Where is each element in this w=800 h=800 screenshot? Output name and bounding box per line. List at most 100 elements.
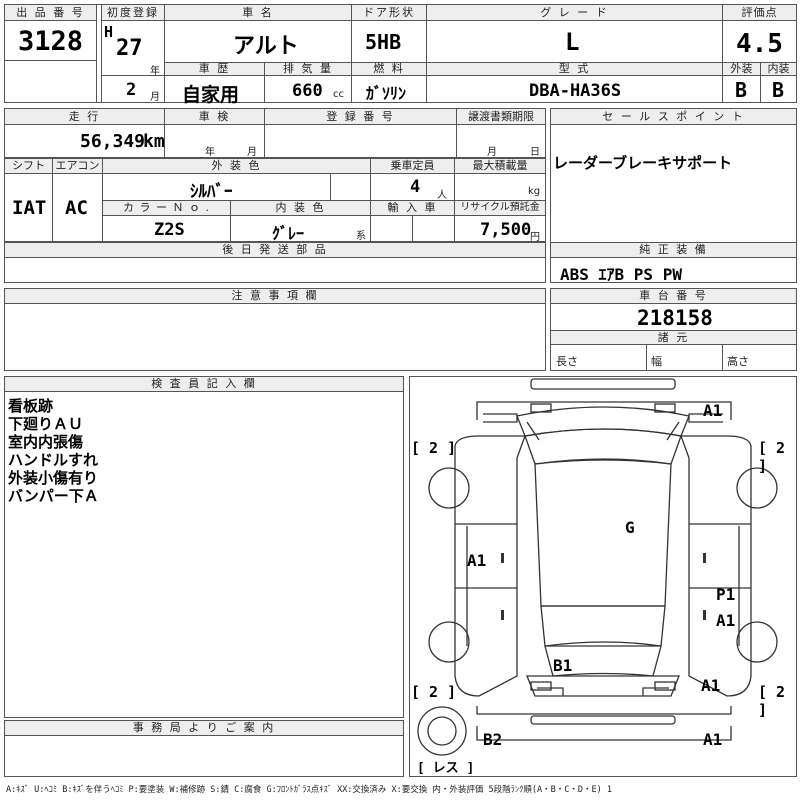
- mark-bottom-left: B2: [483, 730, 503, 749]
- reg-year-unit: 年: [150, 66, 160, 77]
- car-name: アルト: [233, 34, 299, 59]
- mileage-unit: km: [143, 131, 165, 152]
- chassis-box: [550, 288, 797, 371]
- fuel: ｶﾞｿﾘﾝ: [366, 84, 407, 103]
- specs-label: 諸 元: [551, 331, 796, 345]
- chassis-no: 218158: [637, 306, 713, 330]
- shift-label: シフト: [5, 159, 52, 174]
- equipment-label: 純 正 装 備: [551, 243, 796, 258]
- ext-color: ｼﾙﾊﾞｰ: [190, 182, 233, 202]
- grade-label: グ レ ー ド: [427, 5, 722, 21]
- interior-label: 内装: [761, 63, 796, 76]
- office-label: 事 務 局 よ り ご 案 内: [5, 721, 403, 736]
- lot-no: 3128: [18, 26, 84, 57]
- displacement-label: 排 気 量: [265, 63, 351, 76]
- mileage: 56,349: [80, 131, 146, 152]
- mark-rear-right: A1: [701, 676, 721, 695]
- load-unit: kg: [528, 186, 541, 197]
- car-name-label: 車 名: [165, 5, 351, 21]
- lot-no-label: 出 品 番 号: [5, 5, 96, 21]
- inspector-line: 下廻りＡＵ: [8, 415, 84, 433]
- interior-grade: B: [772, 78, 785, 102]
- reg-month: 2: [126, 80, 137, 100]
- displacement: 660: [292, 81, 323, 101]
- door-label: ドア形状: [352, 5, 426, 21]
- spare-tire: [ レス ]: [417, 761, 475, 776]
- reg-month-unit: 月: [150, 92, 160, 103]
- chassis-label: 車 台 番 号: [551, 289, 796, 304]
- inspector-line: ハンドルすれ: [8, 451, 99, 469]
- mark-front-right: A1: [703, 401, 723, 420]
- history-label: 車 歴: [165, 63, 264, 76]
- tire-front-right: [ 2 ]: [758, 439, 786, 475]
- model-label: 型 式: [427, 63, 722, 76]
- sales-point-box: [550, 108, 797, 255]
- capacity: 4: [410, 177, 421, 197]
- int-color-label: 内 装 色: [231, 201, 370, 216]
- inspector-box: [4, 376, 404, 718]
- mileage-label: 走 行: [5, 109, 164, 125]
- exterior-grade: B: [735, 78, 748, 102]
- score: 4.5: [736, 29, 783, 59]
- inspection-label: 車 検: [165, 109, 264, 125]
- ext-color-label: 外 装 色: [103, 159, 370, 174]
- displacement-unit: cc: [333, 89, 344, 100]
- shift: IAT: [12, 197, 47, 219]
- import-label: 輸 入 車: [371, 201, 454, 216]
- inspector-line: バンパー下Ａ: [8, 487, 99, 505]
- notes-label: 注 意 事 項 欄: [5, 289, 545, 304]
- mark-bottom-right: A1: [703, 730, 723, 749]
- exterior-label: 外装: [723, 63, 760, 76]
- load-label: 最大積載量: [455, 159, 545, 174]
- inspector-line: 外装小傷有り: [8, 469, 99, 487]
- grade: L: [565, 28, 580, 56]
- era: H: [104, 23, 114, 41]
- tire-rear-left: [ 2 ]: [411, 683, 457, 701]
- sales-point: レーダーブレーキサポート: [553, 154, 733, 172]
- inspection-month-unit: 月: [247, 147, 257, 158]
- ac: AC: [65, 197, 88, 219]
- reg-no-label: 登 録 番 号: [265, 109, 456, 125]
- recycle-unit: 円: [530, 232, 540, 243]
- mark-roof: G: [625, 518, 635, 537]
- fuel-label: 燃 料: [352, 63, 426, 76]
- office-box: [4, 720, 404, 777]
- int-color: ｸﾞﾚｰ: [272, 224, 305, 243]
- mark-right-rear-p: P1: [716, 585, 736, 604]
- capacity-unit: 人: [437, 190, 447, 201]
- later-parts-box: [4, 242, 546, 283]
- spec-width: 幅: [651, 355, 662, 368]
- transfer-day-unit: 日: [530, 147, 540, 158]
- int-color-unit: 系: [356, 231, 366, 242]
- recycle-label: リサイクル預託金: [455, 201, 545, 216]
- damage-diagram: [409, 376, 797, 777]
- score-label: 評価点: [723, 5, 796, 21]
- ac-label: エアコン: [53, 159, 102, 174]
- color-no-label: カ ラ ー Ｎ ｏ .: [103, 201, 230, 216]
- tire-front-left: [ 2 ]: [411, 439, 457, 457]
- mark-right-rear-a: A1: [716, 611, 736, 630]
- inspector-line: 室内内張傷: [8, 433, 84, 451]
- color-no: Z2S: [154, 220, 185, 240]
- reg-year: 27: [116, 36, 143, 61]
- later-parts-label: 後 日 発 送 部 品: [5, 243, 545, 258]
- equipment: ABS ｴｱB PS PW: [560, 265, 682, 284]
- transfer-month-unit: 月: [487, 147, 497, 158]
- inspection-year-unit: 年: [205, 147, 215, 158]
- tire-rear-right: [ 2 ]: [758, 683, 786, 719]
- recycle-fee: 7,500: [480, 220, 532, 240]
- mark-rear-center: B1: [553, 656, 573, 675]
- row2-block: [4, 108, 546, 158]
- inspector-label: 検 査 員 記 入 欄: [5, 377, 403, 392]
- first-reg-label: 初度登録: [102, 5, 164, 21]
- history: 自家用: [182, 84, 240, 106]
- equipment-box: [550, 242, 797, 283]
- spec-height: 高さ: [727, 355, 749, 368]
- model: DBA-HA36S: [529, 81, 622, 101]
- legend: A:ｷｽﾞ U:ﾍｺﾐ B:ｷｽﾞを伴うﾍｺﾐ P:要塗装 W:補修跡 S:錆 …: [6, 785, 612, 795]
- capacity-label: 乗車定員: [371, 159, 454, 174]
- mark-left-door: A1: [467, 551, 487, 570]
- header-block: [4, 4, 797, 103]
- door-type: 5HB: [365, 30, 402, 54]
- inspector-line: 看板跡: [8, 397, 54, 415]
